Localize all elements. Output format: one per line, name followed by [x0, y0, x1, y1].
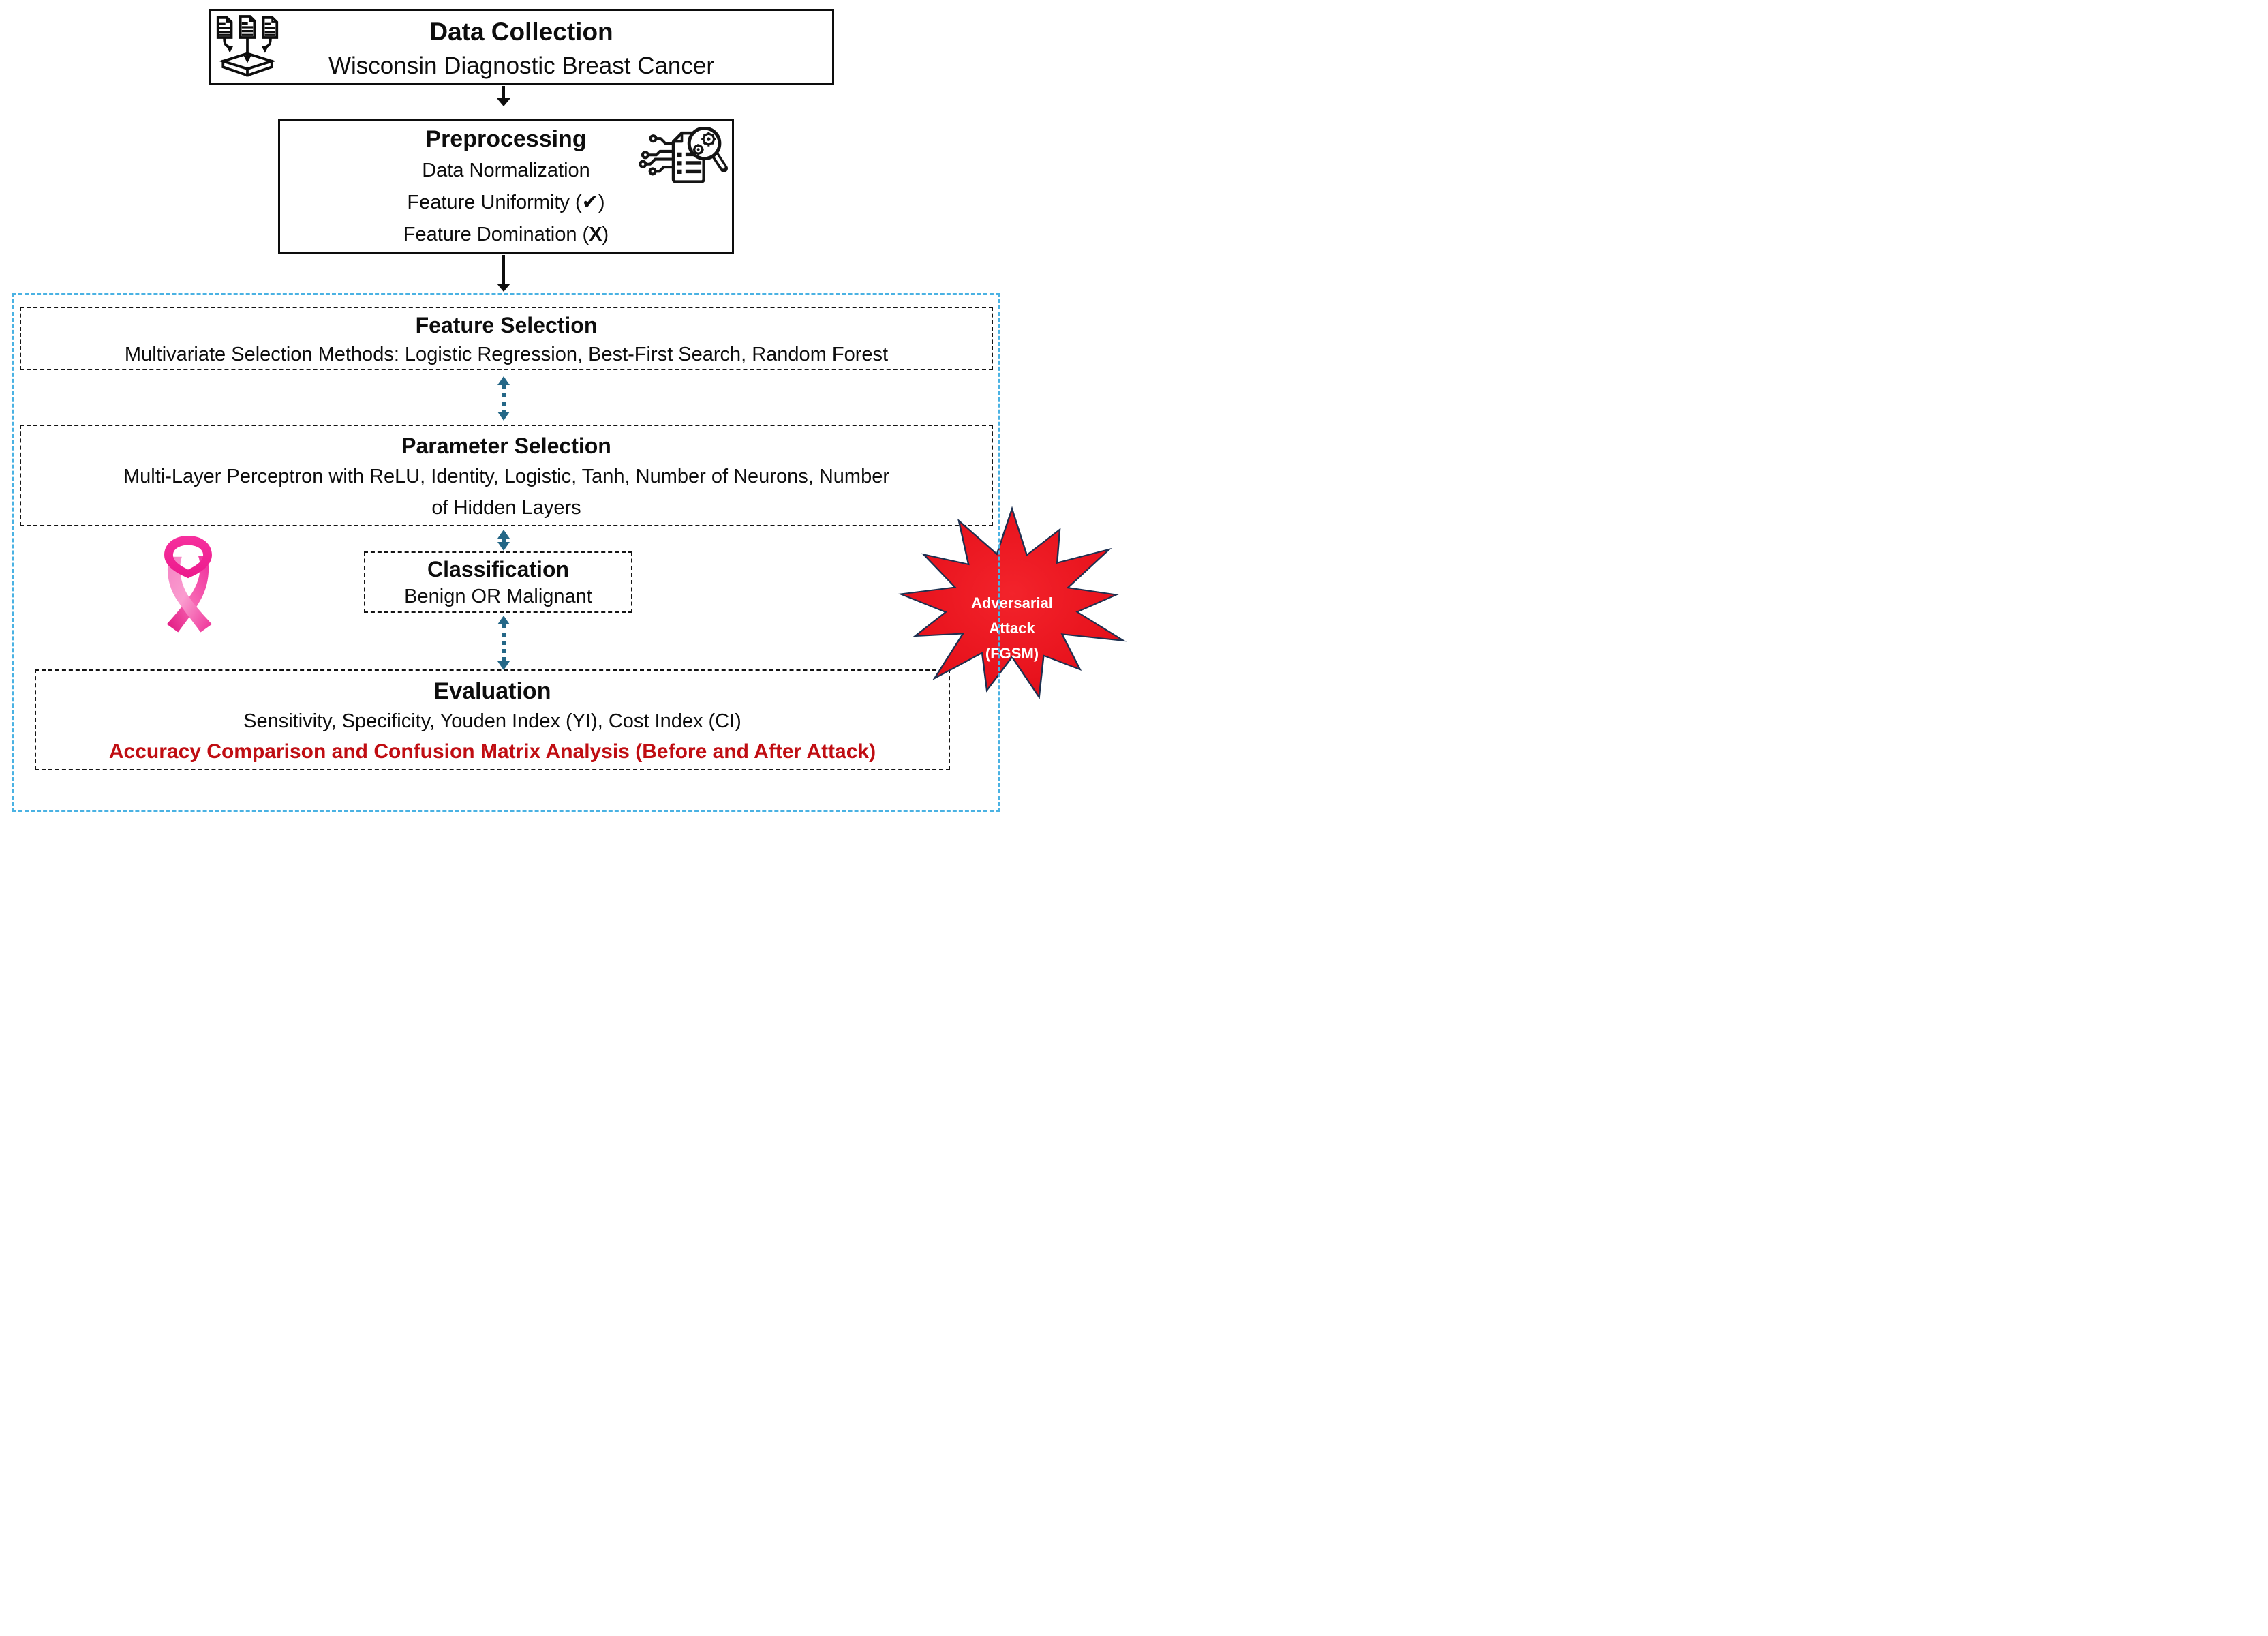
arrow-down-head [497, 412, 510, 421]
feature-selection-box: Feature Selection Multivariate Selection… [20, 307, 993, 370]
evaluation-body: Sensitivity, Specificity, Youden Index (… [243, 710, 741, 732]
preprocessing-box: Preprocessing Data Normalization Feature… [278, 119, 734, 254]
breast-cancer-ribbon-icon [157, 536, 219, 646]
preprocessing-line-uniformity: Feature Uniformity (✔) [407, 192, 605, 213]
arrow-down-head [497, 284, 510, 292]
data-collection-subtitle: Wisconsin Diagnostic Breast Cancer [328, 52, 715, 79]
parameter-selection-box: Parameter Selection Multi-Layer Perceptr… [20, 425, 993, 526]
documents-into-box-icon [215, 15, 279, 82]
adversarial-attack-starburst [893, 506, 1131, 705]
bold-x-mark: X [589, 224, 602, 245]
dotted-shaft [502, 624, 506, 661]
starburst-shape [898, 506, 1127, 699]
arrow-up-head [497, 376, 510, 385]
document-analysis-icon [639, 126, 731, 192]
preprocessing-line-domination: Feature Domination (X) [403, 224, 609, 245]
document-sheet-icon [216, 16, 233, 39]
classification-title: Classification [427, 557, 570, 581]
attack-label-line3: (FGSM) [985, 645, 1039, 662]
arrow-parameter-classification [493, 530, 514, 551]
preprocessing-line-normalization: Data Normalization [422, 160, 590, 181]
arrow-shaft [502, 86, 505, 98]
arrow-up-head [497, 616, 510, 624]
dotted-shaft [502, 539, 506, 542]
feature-selection-body: Multivariate Selection Methods: Logistic… [124, 344, 889, 365]
parameter-selection-title: Parameter Selection [401, 434, 611, 458]
adversarial-attack-label: Adversarial Attack (FGSM) [910, 590, 1114, 666]
document-sheet-icon [239, 15, 256, 39]
arrow-down-head [497, 542, 510, 551]
magnifier-gears-icon [687, 126, 728, 172]
data-collection-box: Data Collection Wisconsin Diagnostic Bre… [209, 9, 834, 85]
ribbon-front-band [167, 556, 212, 633]
data-collection-title: Data Collection [429, 18, 613, 46]
arrow-classification-evaluation [493, 616, 514, 670]
parameter-selection-body-line1: Multi-Layer Perceptron with ReLU, Identi… [123, 466, 889, 487]
parameter-selection-body-line2: of Hidden Layers [431, 497, 581, 519]
ribbon-loop [164, 536, 212, 579]
circuit-traces-icon [639, 134, 674, 176]
attack-label-line1: Adversarial [971, 594, 1053, 611]
evaluation-highlight: Accuracy Comparison and Confusion Matrix… [108, 740, 876, 763]
feature-selection-title: Feature Selection [415, 313, 598, 337]
arrow-datacollection-to-preprocessing [495, 86, 512, 106]
arrow-shaft [502, 255, 505, 284]
document-sheet-icon [262, 16, 279, 39]
pipeline-diagram: { "flow": { "data_collection": { "title"… [0, 0, 1134, 818]
ribbon-back-band [166, 555, 209, 633]
preprocessing-title: Preprocessing [425, 126, 587, 152]
arrow-feature-parameter [493, 376, 514, 421]
dotted-shaft [502, 385, 506, 412]
arrow-preprocessing-to-featureselection [495, 255, 512, 292]
evaluation-box: Evaluation Sensitivity, Specificity, You… [35, 669, 950, 770]
arrow-up-head [497, 530, 510, 539]
evaluation-title: Evaluation [433, 678, 551, 704]
classification-box: Classification Benign OR Malignant [364, 551, 632, 613]
arrow-down-head [497, 661, 510, 670]
arrow-down-head [497, 98, 510, 106]
classification-body: Benign OR Malignant [404, 586, 592, 607]
attack-label-line2: Attack [989, 620, 1035, 637]
